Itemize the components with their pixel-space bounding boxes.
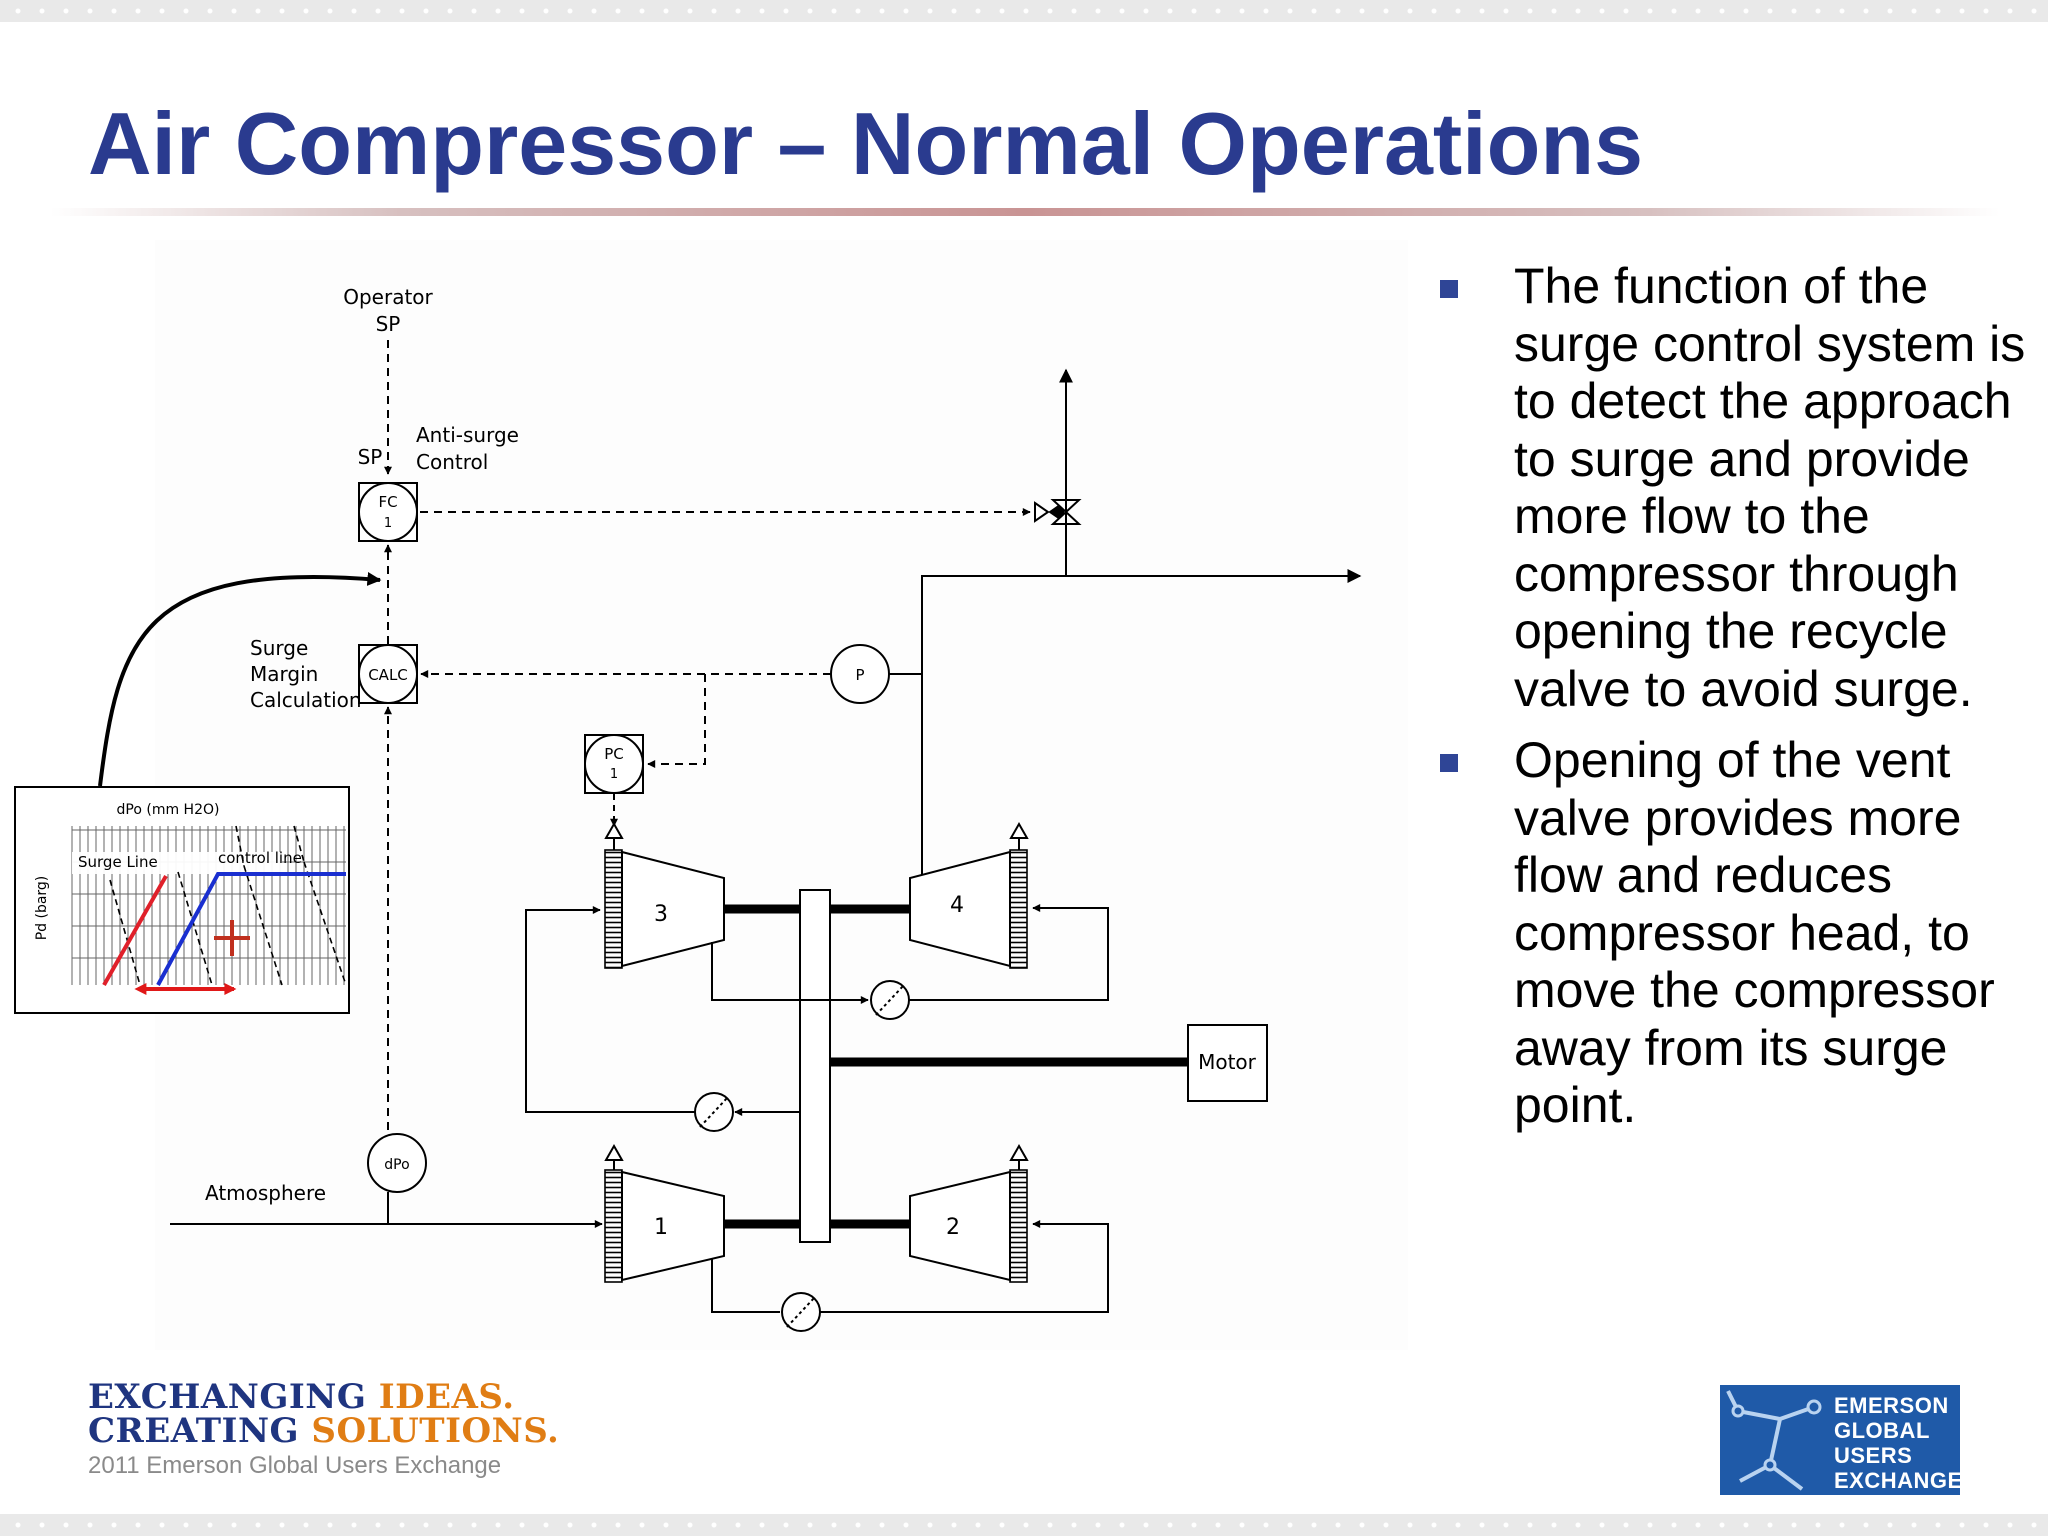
compressor-stage-3 (621, 850, 725, 968)
inset-surge-line (102, 875, 168, 986)
bullet-item: The function of the surge control system… (1440, 258, 2030, 718)
pressure-transmitter-label: P (855, 666, 864, 684)
stage-1-label: 1 (654, 1215, 668, 1240)
sp-label: SP (358, 445, 383, 469)
compressor-map-inset: dPo (mm H2O) Pd (barg) (14, 786, 350, 1014)
surge-control-diagram: Operator SP SP Anti-surge Control FC 1 S… (14, 240, 1408, 1350)
stage-4-label: 4 (950, 893, 964, 918)
title-divider (50, 208, 2000, 216)
tagline-solutions: SOLUTIONS. (311, 1411, 560, 1451)
dpo-transmitter (367, 1133, 427, 1193)
logo-line: USERS (1834, 1443, 1913, 1468)
tagline-line-2: CREATING SOLUTIONS. (88, 1414, 559, 1448)
pc1-label: PC (604, 745, 624, 763)
tagline-line-1: EXCHANGING IDEAS. (88, 1380, 559, 1414)
bullet-item: Opening of the vent valve provides more … (1440, 732, 2030, 1135)
hatch-stage-1 (604, 1169, 623, 1283)
operator-sp-label: SP (376, 312, 401, 336)
pc1-controller-circle (584, 734, 644, 794)
inset-y-label: Pd (barg) (34, 876, 50, 941)
surge-margin-label-2: Margin (250, 662, 318, 686)
gearbox (799, 889, 831, 1243)
motor-label: Motor (1198, 1050, 1257, 1074)
footer-tagline: EXCHANGING IDEAS. CREATING SOLUTIONS. 20… (88, 1380, 559, 1478)
anti-surge-label-1: Anti-surge (416, 423, 519, 447)
anti-surge-label-2: Control (416, 450, 488, 474)
surge-margin-label-3: Calculation (250, 688, 362, 712)
inset-control-line (156, 872, 346, 986)
inset-operating-point-marker (214, 920, 250, 956)
compressor-stage-2 (909, 1170, 1011, 1282)
atmosphere-label: Atmosphere (205, 1181, 326, 1205)
stage-1-discharge-line (711, 1258, 780, 1313)
interstage-to-stage-3 (525, 906, 695, 1113)
intercooler-3-4-slash (875, 984, 905, 1016)
fc1-number: 1 (384, 516, 392, 531)
pc1-number: 1 (610, 767, 618, 782)
bullet-marker (1440, 754, 1458, 772)
tagline-ideas: IDEAS. (378, 1377, 515, 1417)
top-dotted-band (0, 0, 2048, 22)
hatch-stage-2 (1009, 1169, 1028, 1283)
diagram-panel (155, 240, 1408, 1350)
logo-line: EXCHANGE (1834, 1468, 1960, 1493)
inset-frame (14, 786, 350, 1014)
tagline-creating: CREATING (88, 1411, 300, 1451)
stage-2-label: 2 (946, 1215, 960, 1240)
tagline-event: 2011 Emerson Global Users Exchange (88, 1452, 502, 1479)
discharge-line (921, 569, 1362, 910)
hatch-stage-4 (1009, 849, 1028, 969)
stage-1-to-2-line (820, 1220, 1109, 1313)
compressor-stage-4 (909, 850, 1011, 968)
inset-surge-line-label: Surge Line (78, 853, 158, 871)
surge-margin-label-1: Surge (250, 636, 308, 660)
stage-3-discharge-line (711, 942, 869, 1004)
stage-3-to-4-line (909, 904, 1109, 1001)
stage-3-label: 3 (654, 902, 668, 927)
inset-control-line-label: control line (218, 849, 302, 867)
bullet-marker (1440, 280, 1458, 298)
logo-line: GLOBAL (1834, 1418, 1930, 1443)
emerson-exchange-logo: EMERSON GLOBAL USERS EXCHANGE (1720, 1385, 1960, 1495)
tagline-exchanging: EXCHANGING (88, 1377, 367, 1417)
p-to-pc1-signal (647, 674, 706, 768)
intercooler-1-2-slash (786, 1296, 816, 1328)
bullet-text: Opening of the vent valve provides more … (1514, 732, 1995, 1133)
calc-block-circle (358, 644, 418, 704)
dpo-label: dPo (384, 1157, 409, 1173)
hatch-stage-3 (604, 849, 623, 969)
intercooler-2-3-slash (699, 1096, 729, 1128)
slide-title: Air Compressor – Normal Operations (88, 94, 1644, 193)
inset-to-controller-arrow (98, 571, 382, 787)
compressor-stage-1 (621, 1170, 725, 1282)
inset-top-label: dPo (mm H2O) (117, 802, 220, 818)
bullet-text: The function of the surge control system… (1514, 258, 2026, 717)
logo-text: EMERSON GLOBAL USERS EXCHANGE (1834, 1393, 1960, 1493)
inset-speed-curves (109, 825, 347, 986)
logo-line: EMERSON (1834, 1393, 1949, 1418)
fc1-label: FC (378, 493, 397, 511)
calc-label: CALC (368, 666, 408, 684)
bottom-dotted-band (0, 1514, 2048, 1536)
bullet-list: The function of the surge control system… (1440, 258, 2030, 1149)
motor-box (1187, 1024, 1268, 1102)
molecule-icon (1726, 1390, 1822, 1491)
fc1-controller-circle (358, 482, 418, 542)
operator-label: Operator (343, 285, 433, 309)
